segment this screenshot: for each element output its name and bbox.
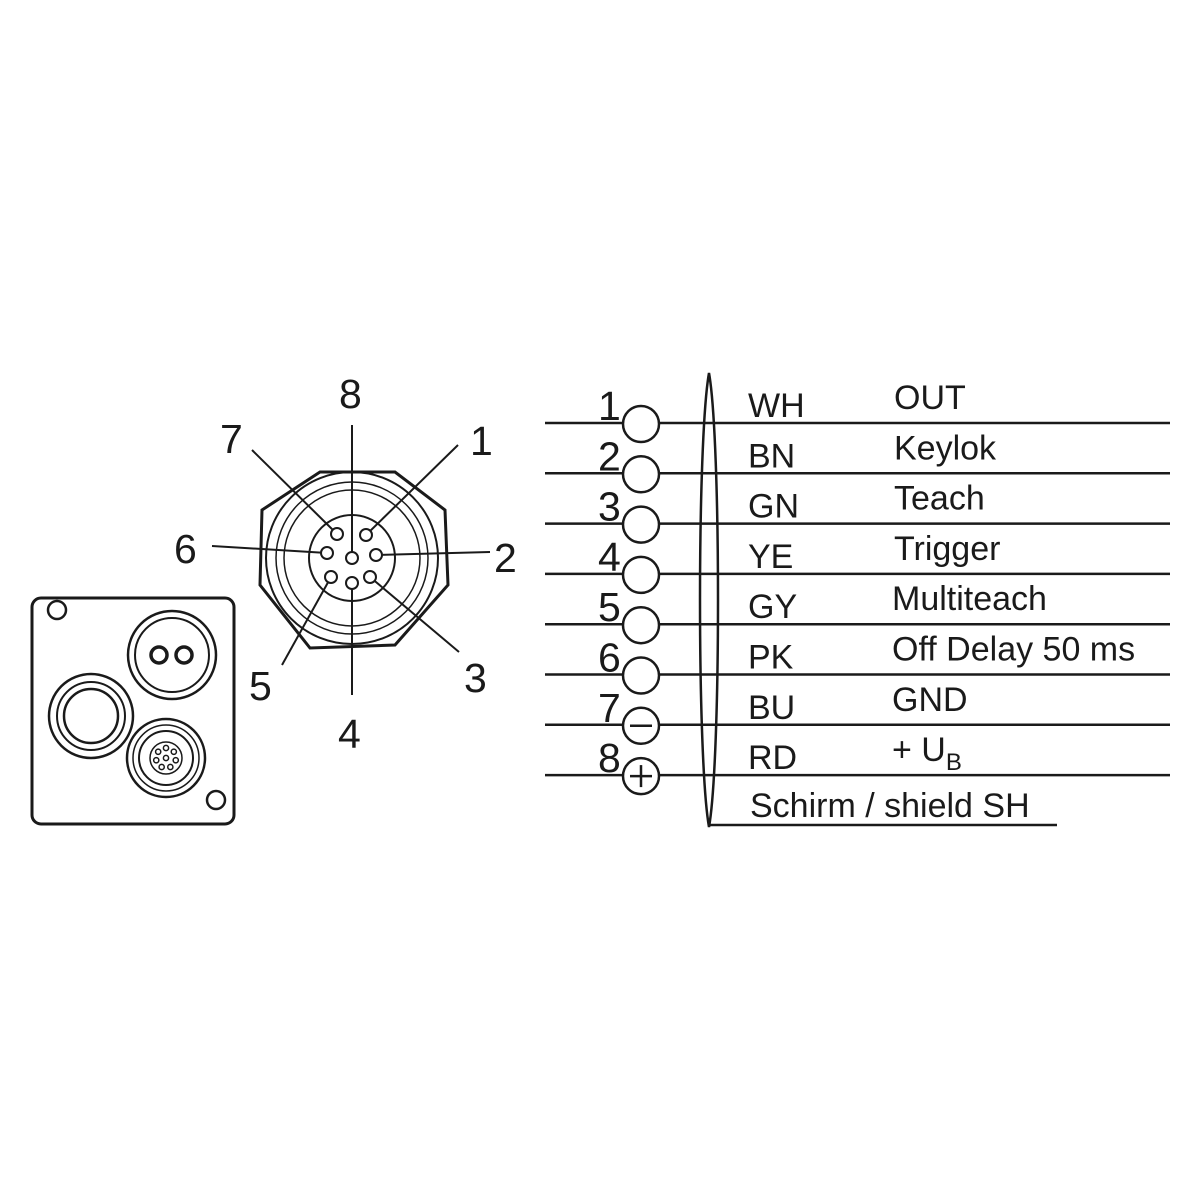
pin-8 xyxy=(345,551,359,565)
pin-4 xyxy=(345,576,359,590)
pin-label-8: 8 xyxy=(339,371,362,417)
mini-pin xyxy=(172,756,180,764)
wire-row-2: 2 BN Keylok xyxy=(545,429,1170,494)
wire-row-1: 1 WH OUT xyxy=(545,379,1170,444)
mini-pin xyxy=(158,763,166,771)
wire-row-8: 8 RD + UB xyxy=(545,731,1170,796)
pin-leader-6 xyxy=(211,545,328,554)
mini-pin xyxy=(152,756,160,764)
pin-label-4: 4 xyxy=(338,711,361,757)
shield-label: Schirm / shield SH xyxy=(750,787,1030,825)
wire-row-3: 3 GN Teach xyxy=(545,480,1170,544)
connector-face xyxy=(211,425,491,695)
terminal-circle xyxy=(621,455,661,494)
pin-label-1: 1 xyxy=(470,418,493,464)
wire-function: Trigger xyxy=(894,530,1000,568)
wire-function: Keylok xyxy=(894,429,997,467)
pin-label-2: 2 xyxy=(494,535,517,581)
cable-bundle xyxy=(698,372,720,828)
wiring-table: Schirm / shield SH 1 WH OUT 2 BN Keylok 3 GN Tea… xyxy=(545,372,1170,828)
device-front-panel xyxy=(30,596,236,826)
pin-leader-7 xyxy=(251,449,338,535)
pin-1 xyxy=(359,528,373,542)
pin-6 xyxy=(320,546,334,560)
pin-3 xyxy=(363,570,377,584)
wire-color-code: GN xyxy=(748,488,799,526)
connector-pin-labels: 1 2 3 4 5 6 7 8 xyxy=(174,371,517,757)
wire-function: GND xyxy=(892,681,968,719)
wire-pin-number: 4 xyxy=(598,534,621,580)
mini-pin xyxy=(162,744,170,752)
wire-pin-number: 5 xyxy=(598,584,621,630)
pin-label-6: 6 xyxy=(174,526,197,572)
wire-function: OUT xyxy=(894,379,966,417)
terminal-circle xyxy=(621,404,661,444)
wire-pin-number: 7 xyxy=(598,685,621,731)
wire-color-code: PK xyxy=(748,639,794,677)
wire-color-code: GY xyxy=(748,588,797,626)
terminal-circle xyxy=(621,555,661,595)
terminal-circle xyxy=(621,505,661,544)
sensor-lens xyxy=(47,672,135,760)
wire-color-code: BU xyxy=(748,689,795,727)
wire-row-5: 5 GY Multiteach xyxy=(545,580,1170,645)
led-indicator-window xyxy=(126,609,218,701)
pin-2 xyxy=(369,548,383,562)
wire-function: Teach xyxy=(894,480,985,518)
pin-label-5: 5 xyxy=(249,663,272,709)
wire-color-code: WH xyxy=(748,387,805,425)
terminal-circle xyxy=(621,605,661,645)
pin-leader-1 xyxy=(365,444,459,536)
panel-m12-connector xyxy=(125,717,207,799)
pin-5 xyxy=(324,570,338,584)
connector-pins xyxy=(211,425,491,695)
wire-color-code: BN xyxy=(748,437,795,475)
wire-function: Multiteach xyxy=(892,580,1047,618)
pin-leader-2 xyxy=(375,551,491,556)
wire-row-7: 7 BU GND xyxy=(545,681,1170,746)
pin-leader-3 xyxy=(369,576,460,653)
wire-color-code: RD xyxy=(748,739,797,777)
wire-pin-number: 6 xyxy=(598,635,621,681)
mini-pin xyxy=(162,754,170,762)
mounting-hole-bottom-right xyxy=(205,789,227,811)
wire-row-4: 4 YE Trigger xyxy=(545,530,1170,595)
terminal-circle xyxy=(621,656,661,695)
wire-function-subscript: B xyxy=(946,749,962,776)
wire-pin-number: 2 xyxy=(598,433,621,479)
mini-pin xyxy=(154,748,162,756)
pin-label-7: 7 xyxy=(220,416,243,462)
wire-pin-number: 1 xyxy=(598,383,621,429)
pin-label-3: 3 xyxy=(464,655,487,701)
wire-row-6: 6 PK Off Delay 50 ms xyxy=(545,631,1170,695)
wire-function: + UB xyxy=(892,731,962,776)
wire-pin-number: 8 xyxy=(598,735,621,781)
pin-leader-5 xyxy=(281,576,332,666)
connector-hex-body xyxy=(258,470,450,650)
wire-color-code: YE xyxy=(748,538,793,576)
wire-function: Off Delay 50 ms xyxy=(892,631,1135,669)
wire-function-main: + U xyxy=(892,731,946,769)
mini-pin xyxy=(170,748,178,756)
mounting-hole-top-left xyxy=(46,599,68,621)
mini-pin xyxy=(166,763,174,771)
wire-pin-number: 3 xyxy=(598,484,621,530)
pin-7 xyxy=(330,527,344,541)
